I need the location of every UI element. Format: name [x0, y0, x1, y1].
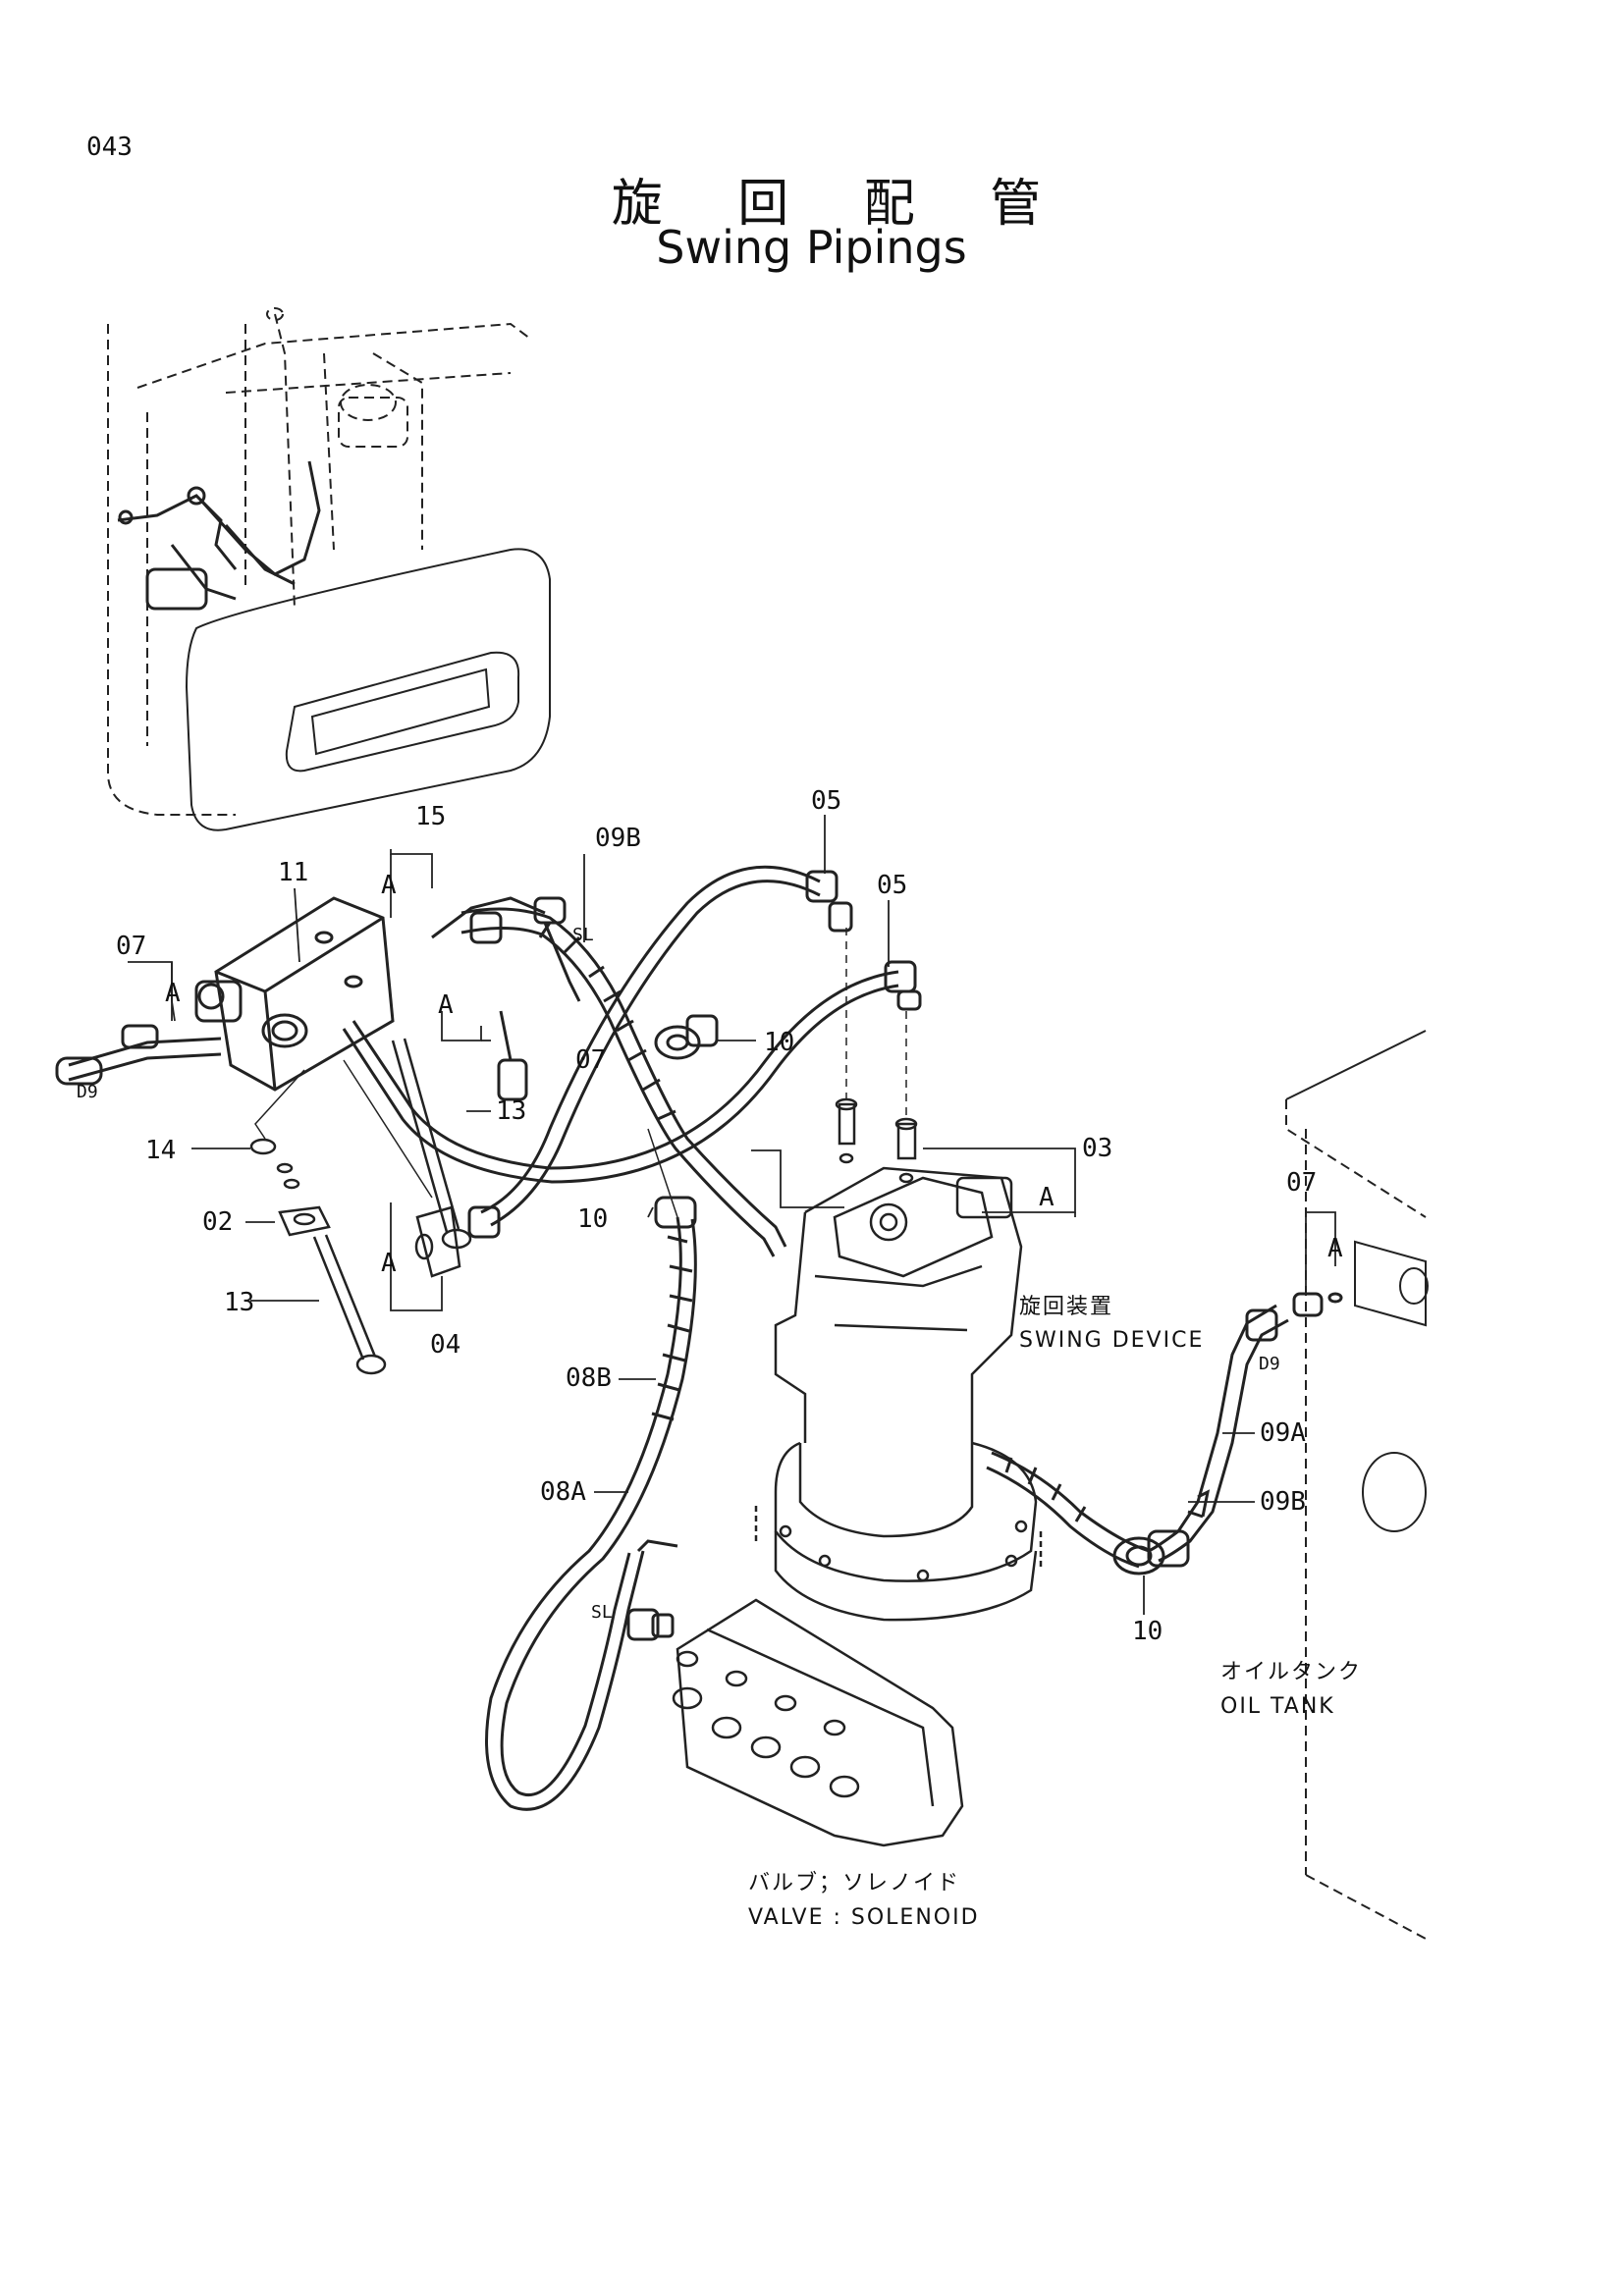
caption-swing-device-en: SWING DEVICE: [1019, 1328, 1204, 1353]
port-a-1: A: [381, 871, 397, 900]
caption-valve-en: VALVE : SOLENOID: [748, 1905, 980, 1930]
left-hose-d9: [55, 1024, 222, 1086]
fitting-10-left: [647, 1014, 719, 1218]
port-a-4: A: [381, 1249, 397, 1278]
callout-09b-right: 09B: [1260, 1487, 1306, 1517]
caption-oil-tank-jp: オイルタンク: [1220, 1660, 1362, 1684]
callout-09b-top: 09B: [595, 824, 641, 853]
caption-valve-jp: バルブ；ソレノイド: [748, 1871, 960, 1896]
callout-07-left: 07: [116, 932, 146, 961]
swing-device: [754, 1166, 1043, 1622]
label-sl-lower: SL: [591, 1602, 613, 1623]
caption-oil-tank-en: OIL TANK: [1220, 1694, 1335, 1719]
upper-hoses: [342, 865, 922, 1257]
port-a-5: A: [1039, 1183, 1055, 1212]
port-a-6: A: [1327, 1234, 1343, 1263]
page-title-japanese: 旋 回 配 管: [611, 175, 1071, 234]
callout-07-right: 07: [1286, 1168, 1317, 1198]
page-number: 043: [86, 133, 133, 162]
callout-04: 04: [430, 1330, 460, 1360]
callout-05-lower: 05: [877, 871, 907, 900]
port-a-2: A: [165, 979, 181, 1008]
callout-07-mid: 07: [575, 1045, 606, 1075]
oil-tank: [1285, 1030, 1429, 1940]
callout-14: 14: [145, 1136, 176, 1165]
label-sl-upper: SL: [572, 925, 594, 945]
callout-02: 02: [202, 1207, 233, 1237]
fittings-03: [835, 928, 918, 1184]
pilot-valve-block: [194, 896, 395, 1092]
callout-09a: 09A: [1260, 1418, 1306, 1448]
callout-08a: 08A: [540, 1477, 586, 1507]
port-a-3: A: [438, 990, 454, 1020]
callout-13-upper: 13: [496, 1096, 526, 1126]
callout-13-lower: 13: [224, 1288, 254, 1317]
hose-08: [485, 1196, 697, 1811]
caption-swing-device-jp: 旋回装置: [1019, 1295, 1113, 1319]
callout-10-mid: 10: [577, 1204, 608, 1234]
label-d9-left: D9: [77, 1082, 98, 1102]
callout-05-upper: 05: [811, 786, 841, 816]
body-pilot-pipe: [117, 460, 321, 611]
callout-08b: 08B: [566, 1363, 612, 1393]
solenoid-valve: [672, 1598, 964, 1847]
label-d9-right: D9: [1259, 1354, 1280, 1374]
callout-11: 11: [278, 858, 308, 887]
callout-10-right: 10: [1132, 1617, 1163, 1646]
callout-03: 03: [1082, 1134, 1112, 1163]
leader-lines: [128, 815, 1336, 1615]
right-hoses: [986, 1292, 1343, 1575]
callout-10-upper: 10: [764, 1028, 794, 1057]
exploded-parts-left: [249, 1038, 472, 1375]
callout-15: 15: [415, 802, 446, 831]
page-title-english: Swing Pipings: [656, 221, 967, 274]
